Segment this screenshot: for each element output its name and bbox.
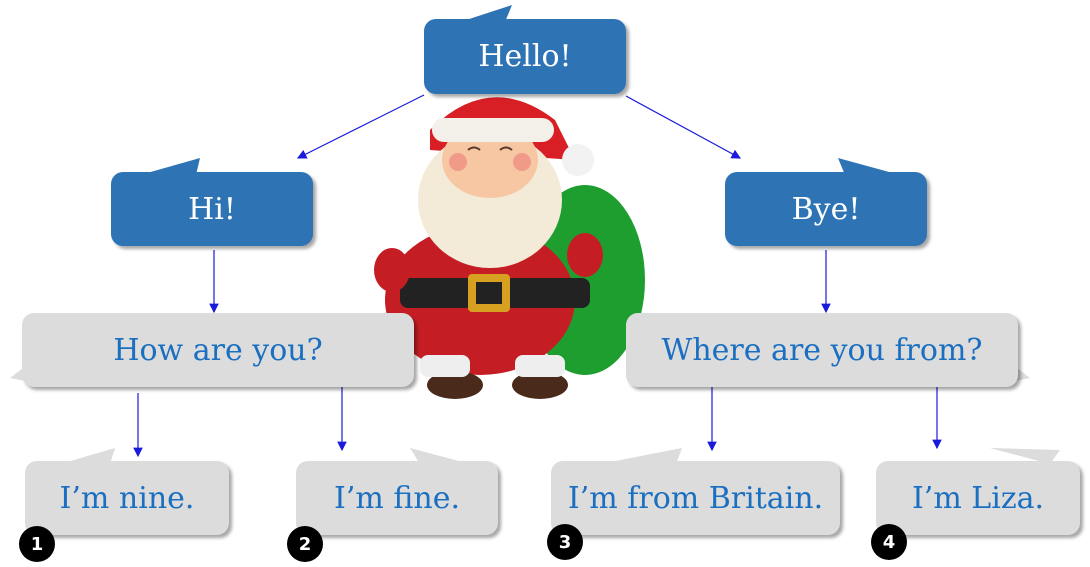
bubble-tail [460, 5, 512, 22]
bubble-text: Hi! [188, 191, 236, 227]
bubble-answer-3: I’m from Britain. [551, 461, 840, 535]
bubble-text: I’m Liza. [911, 480, 1045, 516]
bubble-text: Hello! [478, 39, 572, 74]
bubble-text: Where are you from? [661, 332, 983, 368]
bubble-text: I’m nine. [59, 480, 195, 516]
bubble-hi: Hi! [111, 172, 313, 246]
number-badge-3: 3 [547, 524, 583, 560]
bubble-answer-4: I’m Liza. [876, 461, 1080, 535]
bubble-tail [60, 448, 115, 464]
bubble-answer-2: I’m fine. [296, 461, 498, 535]
bubble-text: How are you? [113, 332, 323, 368]
bubble-bye: Bye! [725, 172, 927, 246]
bubble-text: I’m fine. [334, 480, 460, 516]
number-badge-2: 2 [287, 526, 323, 562]
santa-illustration [374, 97, 645, 399]
bubble-how-are-you: How are you? [22, 313, 414, 387]
bubble-tail [140, 158, 200, 175]
bubble-tail [410, 448, 470, 464]
arrow [296, 94, 425, 159]
bubble-tail [600, 448, 682, 464]
number-badge-4: 4 [871, 524, 907, 560]
bubble-text: I’m from Britain. [567, 480, 824, 516]
bubble-answer-1: I’m nine. [25, 461, 229, 535]
number-badge-1: 1 [19, 526, 55, 562]
arrow [625, 95, 742, 159]
bubble-hello: Hello! [424, 19, 626, 94]
bubble-text: Bye! [791, 191, 861, 227]
bubble-tail [838, 158, 900, 175]
bubble-where-are-you-from: Where are you from? [626, 313, 1018, 387]
bubble-tail [990, 448, 1060, 464]
